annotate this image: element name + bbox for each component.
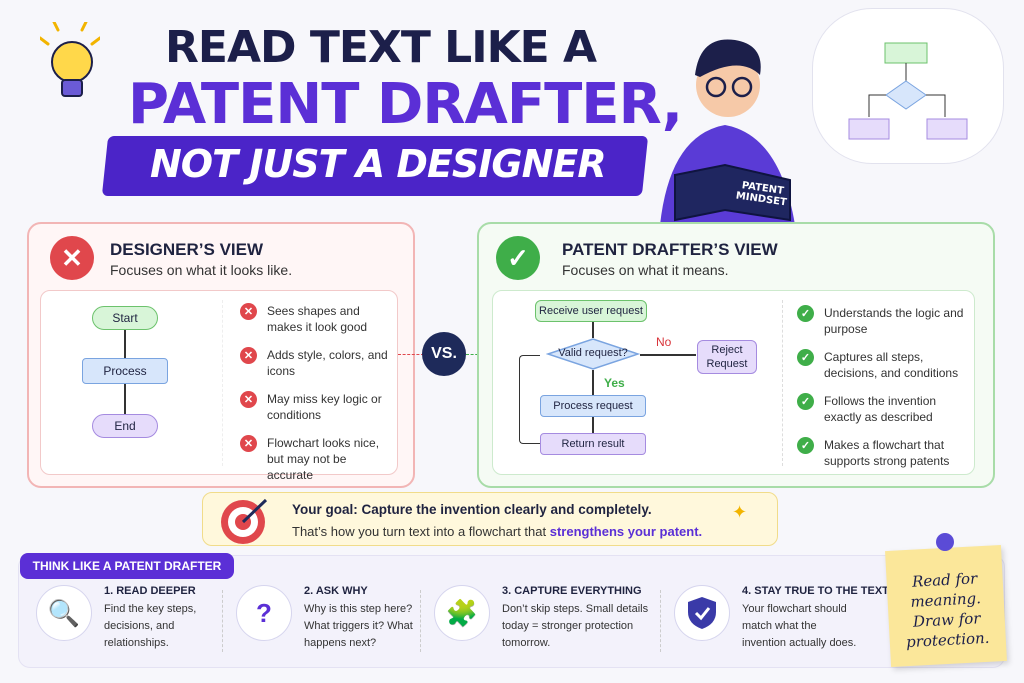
step-ask-why: ?2. ASK WHYWhy is this step here? What t… xyxy=(236,585,416,652)
thought-cloud xyxy=(812,8,1004,164)
drafter-title: PATENT DRAFTER’S VIEW xyxy=(562,240,778,260)
title-line-1: READ TEXT LIKE A xyxy=(165,22,596,73)
flow-return: Return result xyxy=(540,433,646,455)
lightbulb-icon xyxy=(40,22,100,102)
no-label: No xyxy=(656,335,671,349)
list-item: ✓Follows the invention exactly as descri… xyxy=(797,393,967,425)
document-magnifier-icon: 🔍 xyxy=(36,585,92,641)
x-icon: ✕ xyxy=(240,435,257,452)
step-capture-everything: 🧩3. CAPTURE EVERYTHINGDon’t skip steps. … xyxy=(434,585,652,652)
list-item: ✕Flowchart looks nice, but may not be ac… xyxy=(240,435,390,483)
list-item: ✓Understands the logic and purpose xyxy=(797,305,967,337)
note-text: Read for meaning. Draw for protection. xyxy=(898,568,994,653)
flow-reject: Reject Request xyxy=(697,340,757,374)
head-question-icon: ? xyxy=(236,585,292,641)
flow-end: End xyxy=(92,414,158,438)
title-line-3: NOT JUST A DESIGNER xyxy=(150,142,606,186)
drafter-subtitle: Focuses on what it means. xyxy=(562,262,729,278)
x-icon: ✕ xyxy=(240,303,257,320)
x-icon: ✕ xyxy=(240,391,257,408)
check-circle-icon: ✓ xyxy=(496,236,540,280)
pushpin-icon xyxy=(936,533,954,551)
list-item: ✓Captures all steps, decisions, and cond… xyxy=(797,349,967,381)
drafter-points: ✓Understands the logic and purpose ✓Capt… xyxy=(797,305,967,481)
list-item: ✓Makes a flowchart that supports strong … xyxy=(797,437,967,469)
check-icon: ✓ xyxy=(797,393,814,410)
list-item: ✕May miss key logic or conditions xyxy=(240,391,390,423)
target-icon xyxy=(218,494,272,546)
designer-title: DESIGNER’S VIEW xyxy=(110,240,263,260)
check-icon: ✓ xyxy=(797,305,814,322)
designer-points: ✕Sees shapes and makes it look good ✕Add… xyxy=(240,303,390,495)
goal-headline: Your goal: Capture the invention clearly… xyxy=(292,502,652,517)
flow-start: Start xyxy=(92,306,158,330)
sparkle-icon: ✦ xyxy=(732,502,747,523)
goal-text: That’s how you turn text into a flowchar… xyxy=(292,524,702,539)
step-read-deeper: 🔍1. READ DEEPERFind the key steps, decis… xyxy=(36,585,204,652)
check-icon: ✓ xyxy=(797,437,814,454)
x-icon: ✕ xyxy=(240,347,257,364)
person-illustration: PATENT MINDSET xyxy=(640,15,810,225)
step-stay-true: 4. STAY TRUE TO THE TEXTYour flowchart s… xyxy=(674,585,889,652)
think-label: THINK LIKE A PATENT DRAFTER xyxy=(20,553,234,579)
list-item: ✕Sees shapes and makes it look good xyxy=(240,303,390,335)
flow-process-request: Process request xyxy=(540,395,646,417)
yes-label: Yes xyxy=(604,376,625,390)
x-circle-icon: ✕ xyxy=(50,236,94,280)
puzzle-icon: 🧩 xyxy=(434,585,490,641)
vs-badge: VS. xyxy=(422,332,466,376)
goal-highlight: strengthens your patent. xyxy=(550,524,702,539)
list-item: ✕Adds style, colors, and icons xyxy=(240,347,390,379)
sticky-note: Read for meaning. Draw for protection. xyxy=(885,545,1007,667)
flow-receive: Receive user request xyxy=(535,300,647,322)
shield-check-icon xyxy=(674,585,730,641)
designer-subtitle: Focuses on what it looks like. xyxy=(110,262,292,278)
flow-decision: Valid request? xyxy=(546,347,640,359)
flow-process: Process xyxy=(82,358,168,384)
title-line-2: PATENT DRAFTER, xyxy=(128,72,682,137)
check-icon: ✓ xyxy=(797,349,814,366)
